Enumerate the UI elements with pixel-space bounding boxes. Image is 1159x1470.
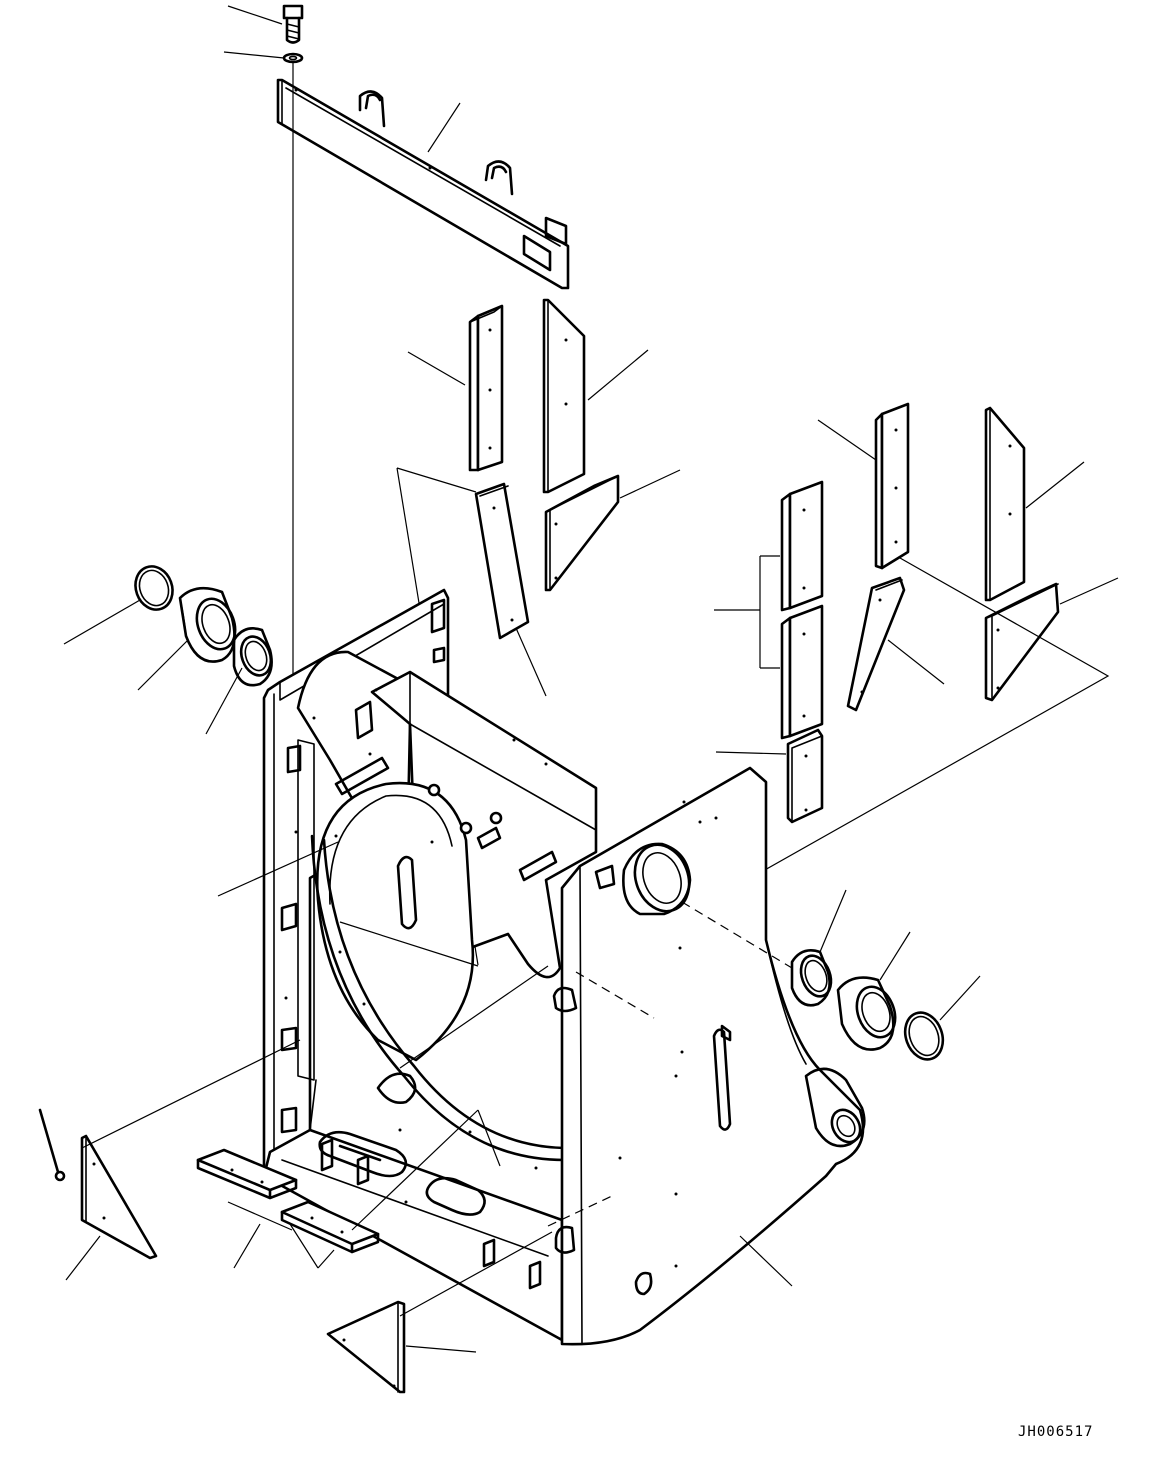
washer-part[interactable] (284, 54, 302, 62)
drawing-id-label: JH006517 (1018, 1424, 1094, 1440)
snap-ring-right-part[interactable] (899, 1007, 949, 1064)
bushing-small-right-part[interactable] (792, 950, 836, 1005)
liner-plate-right-tall-part[interactable] (876, 404, 908, 568)
top-cover-plate-part[interactable] (278, 80, 568, 288)
liner-plate-pair-part[interactable] (782, 482, 822, 738)
bolt-part[interactable] (284, 6, 302, 43)
triangle-plate-left-part[interactable] (82, 1136, 156, 1258)
liner-plate-right-wedge-part[interactable] (986, 408, 1024, 600)
liner-plate-upper-angled-part[interactable] (476, 484, 528, 638)
bushing-large-right-part[interactable] (838, 978, 902, 1050)
snap-ring-left-part[interactable] (130, 561, 179, 615)
liner-plate-upper-small-part[interactable] (546, 476, 618, 590)
triangle-plate-bottom-part[interactable] (328, 1302, 404, 1392)
liner-plate-upper-left-part[interactable] (470, 306, 502, 470)
boom-bracket-frame-part[interactable] (264, 590, 866, 1344)
liner-plate-upper-wedge-part[interactable] (544, 300, 584, 492)
pin-part[interactable] (40, 1110, 64, 1180)
liner-plate-right-angled-part[interactable] (848, 578, 904, 710)
floor-liner-pair-part[interactable] (198, 1150, 378, 1252)
liner-plate-lower-right-part[interactable] (788, 730, 822, 822)
bushing-large-left-part[interactable] (180, 588, 242, 661)
bushing-small-left-part[interactable] (234, 628, 276, 685)
liner-plate-right-small-part[interactable] (986, 584, 1058, 700)
